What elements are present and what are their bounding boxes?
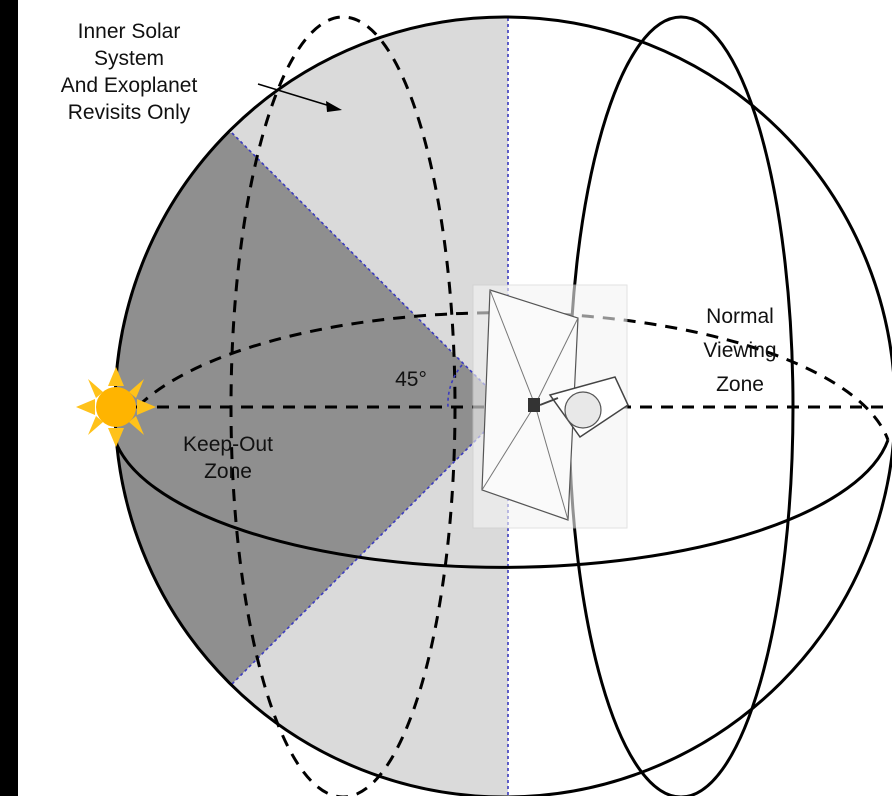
- revisit-zone-label-line1: Inner Solar: [78, 20, 181, 43]
- revisit-zone-label-line4: Revisits Only: [68, 101, 191, 124]
- normal-viewing-zone-label-line2: Viewing: [703, 339, 776, 362]
- revisit-pointer-line: [257, 83, 331, 107]
- normal-viewing-zone-label-line1: Normal: [706, 305, 774, 328]
- keep-out-zone-label-line1: Keep-Out: [183, 433, 273, 456]
- revisit-pointer-arrowhead: [326, 101, 342, 112]
- keep-out-upper-boundary: [231, 132, 509, 409]
- keep-out-lower-boundary: [231, 407, 509, 685]
- keep-out-zone-label-line2: Zone: [204, 460, 252, 483]
- normal-viewing-zone-label-line3: Zone: [716, 373, 764, 396]
- revisit-zone-label-line3: And Exoplanet: [61, 74, 198, 97]
- revisit-zone-label-line2: System: [94, 47, 164, 70]
- angle-label: 45°: [395, 368, 427, 391]
- spacecraft-icon: [472, 284, 629, 529]
- sun-icon: [76, 367, 156, 447]
- equator-front: [113, 439, 890, 569]
